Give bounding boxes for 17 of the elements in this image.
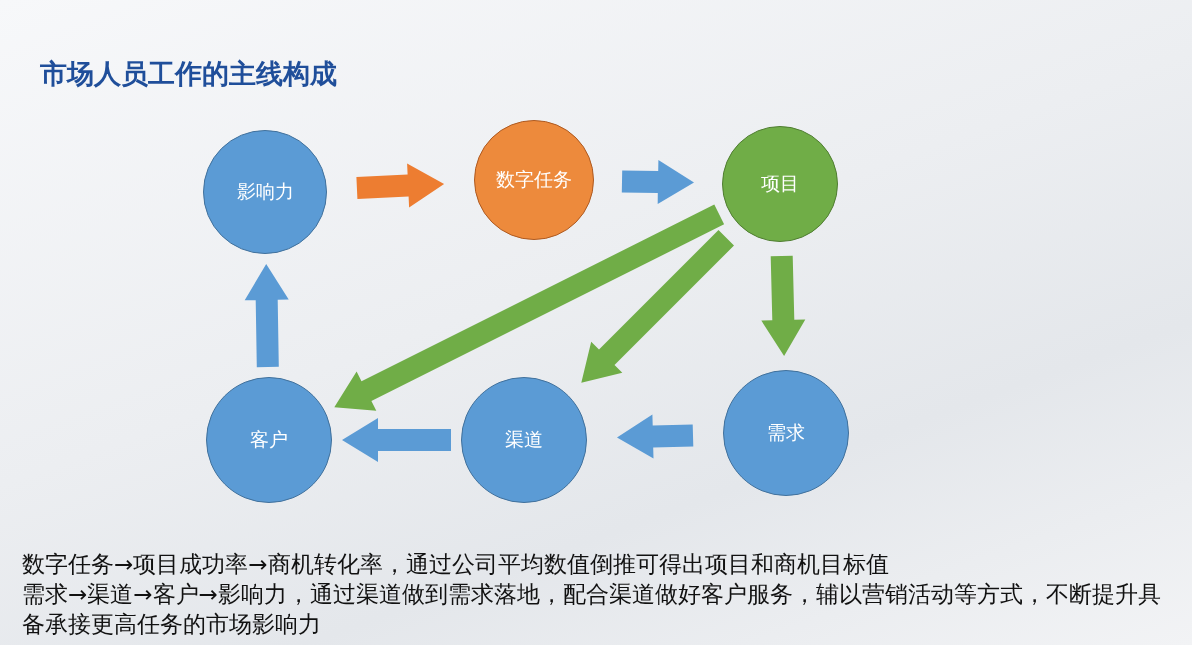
block-arrow	[244, 264, 289, 368]
node-label: 需求	[767, 420, 805, 445]
node-label: 渠道	[505, 427, 543, 452]
block-arrow	[334, 204, 725, 411]
node-label: 客户	[250, 427, 288, 452]
block-arrow	[342, 418, 451, 462]
block-arrow	[621, 160, 694, 204]
block-arrow	[581, 230, 734, 383]
block-arrow	[761, 255, 806, 356]
node-label: 影响力	[236, 179, 294, 204]
description-text: 数字任务→项目成功率→商机转化率，通过公司平均数值倒推可得出项目和商机目标值	[22, 550, 890, 579]
slide-title: 市场人员工作的主线构成	[40, 57, 337, 91]
block-arrow	[617, 414, 694, 459]
description-text: 需求→渠道→客户→影响力，通过渠道做到需求落地，配合渠道做好客户服务，辅以营销活动等方式，不断提升具备承接更高任务的市场影响力	[22, 580, 1162, 639]
block-arrow	[356, 163, 445, 208]
node-label: 项目	[761, 171, 799, 196]
node-label: 数字任务	[496, 167, 572, 192]
